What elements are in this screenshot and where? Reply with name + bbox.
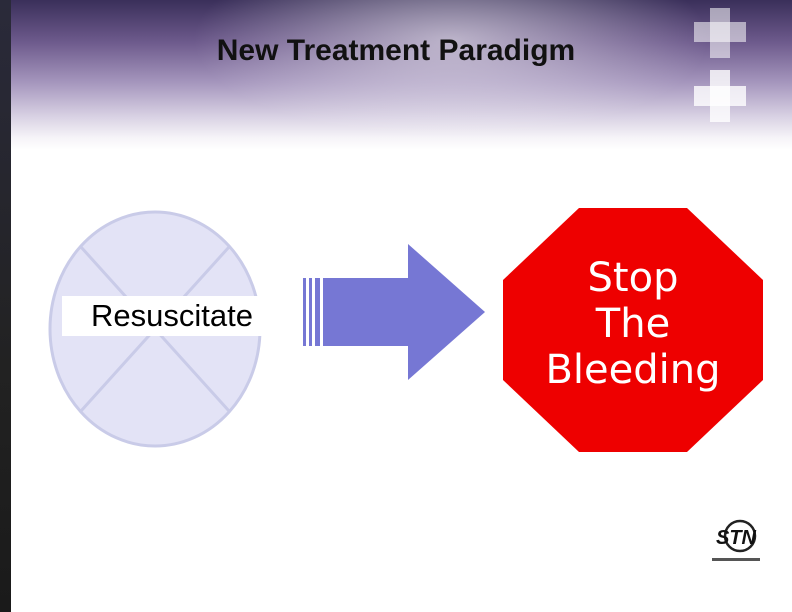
left-edge-bar [0, 0, 11, 612]
stop-line-1: Stop [587, 255, 679, 301]
svg-text:STN: STN [716, 527, 757, 549]
plus-icon-decoration [694, 8, 746, 122]
stop-sign [503, 208, 763, 452]
stop-line-2: The [595, 301, 671, 347]
stop-line-3: Bleeding [545, 347, 721, 393]
resuscitate-label: Resuscitate [62, 296, 282, 336]
right-arrow-icon [303, 244, 485, 380]
header-band [11, 0, 792, 150]
header-glow [191, 0, 711, 140]
stop-sign-text: Stop The Bleeding [503, 255, 763, 393]
stn-logo: STN [712, 519, 760, 561]
page-title: New Treatment Paradigm [216, 34, 576, 67]
